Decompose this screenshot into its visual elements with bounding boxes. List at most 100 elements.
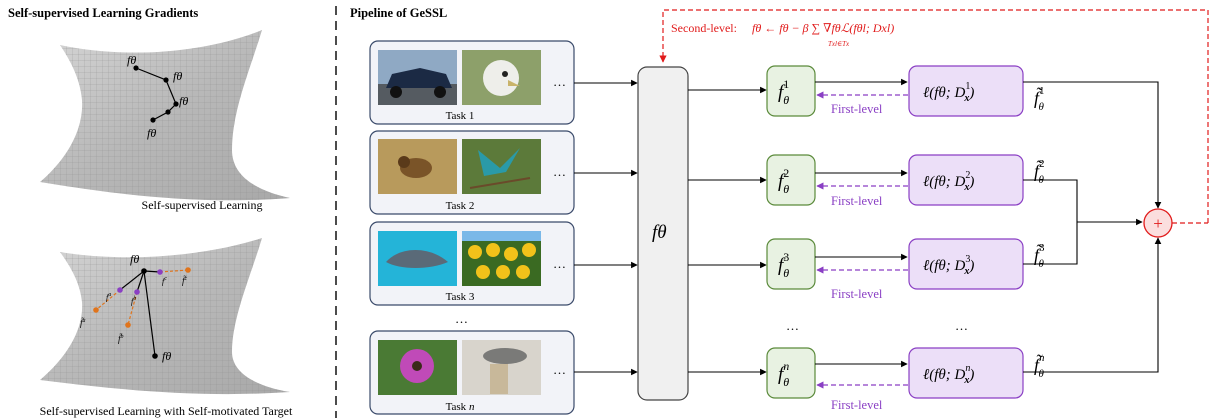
second-level-loop (659, 9, 1209, 224)
image-hummingbird (462, 139, 541, 194)
second-level-label: Second-level: (671, 21, 737, 35)
task-arrows (574, 79, 638, 376)
image-cat (462, 340, 541, 395)
image-lion (378, 139, 457, 194)
point-purple-b (134, 289, 140, 295)
image-bird (462, 50, 541, 105)
label-purple-a: fa (106, 292, 111, 302)
point-orange-a (93, 307, 99, 313)
task-2-label: Task 2 (446, 200, 475, 212)
point-purple-c (157, 269, 163, 275)
f-box-n-sup: n (783, 359, 789, 373)
aggregation-lines (1023, 81, 1162, 373)
image-dolphin (378, 231, 457, 286)
central-model: fθ (637, 66, 689, 401)
task-2-ellipsis: … (553, 164, 566, 179)
f-box-2-base: f (778, 171, 786, 192)
first-level-arrows (816, 91, 908, 389)
task-3-ellipsis: … (553, 256, 566, 271)
task-card-3: … Task 3 (369, 221, 575, 306)
label-orange-b: f̃b (118, 334, 124, 344)
label-bottom-top: fθ (130, 252, 139, 266)
point-top-3 (173, 101, 179, 107)
first-level-label-2: First-level (831, 194, 883, 208)
svg-text:f1θ: f1 θ (778, 77, 789, 107)
svg-text:ℓ(fθ; D1x): ℓ(fθ; D1x) (923, 81, 974, 104)
label-top-2: fθ (173, 69, 182, 83)
task-1-label: Task 1 (446, 110, 475, 122)
point-top-2 (163, 77, 169, 83)
svg-text:ℓ(fθ; Dnx): ℓ(fθ; Dnx) (923, 363, 974, 386)
f-box-1-base: f (778, 82, 786, 103)
second-level-sum-subscript: Txl∈Tx (828, 40, 850, 48)
image-car (378, 50, 457, 105)
f-box-3: f3 θ (766, 238, 816, 290)
f-box-2: f2 θ (766, 154, 816, 206)
f-box-n-base: f (778, 364, 786, 385)
task-n-ellipsis: … (553, 362, 566, 377)
loss-box-3-sup: 3 (965, 254, 970, 265)
f-box-1: f1 θ (766, 65, 816, 117)
label-top-1: fθ (127, 53, 136, 67)
central-model-label: fθ (652, 222, 667, 243)
label-top-3: fθ (179, 94, 188, 108)
task-card-n: … Task n (369, 330, 575, 415)
svg-text:f2θ: f2 θ (778, 166, 789, 196)
loss-box-2-sup: 2 (965, 170, 970, 181)
label-top-4: fθ (147, 126, 156, 140)
f-box-3-sup: 3 (783, 250, 789, 264)
caption-bottom: Self-supervised Learning with Self-motiv… (40, 404, 293, 418)
loss-box-1-text: ℓ(fθ; D (923, 85, 966, 101)
image-flower (378, 340, 457, 395)
f-box-3-sub: θ (783, 266, 789, 280)
gradient-lines-bottom (95, 269, 189, 357)
image-sunflowers (462, 231, 541, 286)
model-arrows (688, 86, 767, 376)
task-card-1: … Task 1 (369, 40, 575, 125)
sum-node: + (1143, 208, 1173, 238)
sum-symbol: + (1153, 214, 1163, 233)
first-level-label-1: First-level (831, 102, 883, 116)
svg-text:fnθ: fnθ (778, 359, 789, 389)
task-ellipsis: … (455, 311, 468, 326)
f-box-2-sup: 2 (783, 166, 789, 180)
task-n-label: Task n (446, 401, 475, 413)
point-top-1 (133, 65, 139, 71)
second-level-formula: fθ ← fθ − β ∑ ∇fθℒ(fθl; Dxl) (752, 21, 894, 35)
svg-text:f3θ: f3 θ (778, 250, 789, 280)
loss-box-n-sup: n (965, 363, 970, 374)
f-box-1-sup: 1 (783, 77, 789, 91)
svg-text:ℓ(fθ; D2x): ℓ(fθ; D2x) (923, 170, 974, 193)
f-box-3-base: f (778, 255, 786, 276)
task-1-ellipsis: … (553, 74, 566, 89)
point-orange-b (125, 322, 131, 328)
first-level-label-3: First-level (831, 287, 883, 301)
loss-box-3-text: ℓ(fθ; D (923, 258, 966, 274)
first-level-label-n: First-level (831, 398, 883, 412)
point-bottom-center (141, 268, 147, 274)
label-purple-b: fb (131, 296, 136, 306)
task-3-label: Task 3 (446, 291, 475, 303)
caption-top: Self-supervised Learning (142, 198, 263, 212)
left-panel-title: Self-supervised Learning Gradients (8, 6, 198, 20)
loss-surface-top (40, 30, 290, 201)
loss-box-2-text: ℓ(fθ; D (923, 174, 966, 190)
label-orange-c: f̃c (182, 276, 188, 286)
point-purple-a (117, 287, 123, 293)
f-box-2-sub: θ (783, 182, 789, 196)
loss-arrows (815, 78, 908, 368)
loss-ellipsis: … (955, 318, 968, 333)
point-bottom-final (152, 353, 158, 359)
f-box-1-sub: θ (783, 93, 789, 107)
label-bottom-final: fθ (162, 349, 171, 363)
